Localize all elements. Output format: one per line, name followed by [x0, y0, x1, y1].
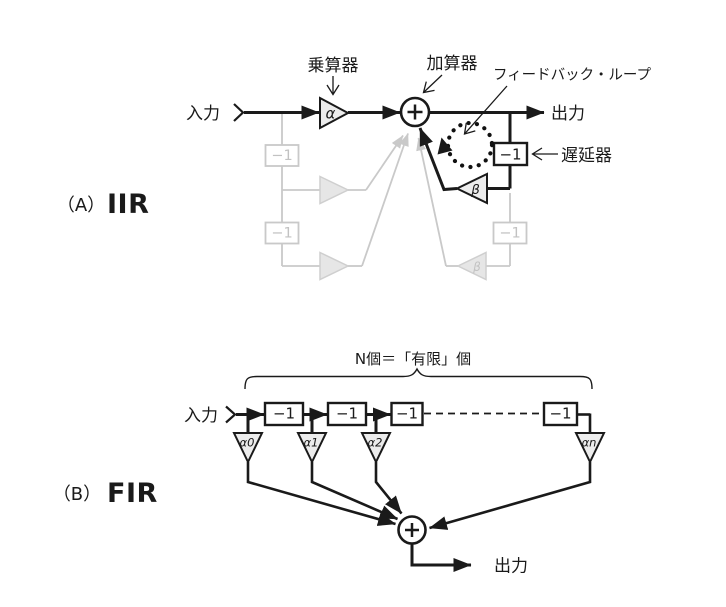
fir-delay-value: −1	[396, 405, 418, 423]
fir-output-label: 出力	[494, 557, 528, 577]
fir-tap-triangle-icon	[232, 432, 264, 465]
fir-sum-wire	[374, 462, 403, 515]
feedback-rotation-arrow-icon	[437, 137, 453, 155]
delay-value: −1	[499, 146, 521, 164]
iir-faded-left-chain: −1 −1	[264, 114, 409, 281]
section-a-index: （A）	[57, 195, 105, 216]
iir-output-label: 出力	[551, 104, 585, 124]
fir-sum-wire	[429, 462, 592, 530]
fir-tap-triangle-icon	[296, 432, 328, 465]
iir-diagram: −1 −1 −1 β 入力	[57, 54, 652, 281]
feedback-loop-icon	[445, 120, 495, 170]
adder-callout: 加算器	[427, 54, 478, 74]
feedback-triangle-icon	[454, 172, 488, 205]
faded-multiplier-triangle-icon	[319, 175, 350, 205]
fir-output-wire	[410, 543, 472, 572]
faded-sum-wire	[416, 137, 447, 267]
iir-faded-right-chain: −1 β	[416, 137, 528, 281]
section-b-index: （B）	[53, 484, 101, 505]
fir-sum-wire	[246, 462, 396, 526]
faded-delay-value: −1	[499, 226, 520, 242]
fir-tap-triangle-icon	[360, 432, 392, 465]
delay-callout: 遅延器	[561, 146, 612, 166]
fir-tap-triangle-icon	[574, 432, 606, 465]
fir-tap-coeff: α0	[240, 436, 255, 450]
section-b-name: FIR	[107, 478, 158, 509]
fir-tap-coeff: α2	[368, 436, 383, 450]
adder-callout-arrow	[422, 74, 443, 94]
fir-delay-box	[390, 401, 424, 427]
faded-delay-value: −1	[271, 148, 292, 164]
section-a-name: IIR	[107, 189, 149, 220]
fir-tap-coeff: αn	[582, 436, 597, 450]
faded-feedback-coeff: β	[472, 260, 481, 274]
faded-feedback-triangle-icon	[456, 251, 487, 281]
feedback-callout: フィードバック・ループ	[493, 67, 652, 84]
feedback-callout-arrow	[463, 85, 508, 135]
input-chevron-icon	[225, 405, 237, 424]
input-chevron-icon	[233, 103, 245, 122]
fir-delay-value: −1	[273, 405, 295, 423]
feedback-coeff: β	[470, 182, 480, 198]
iir-input-label: 入力	[186, 104, 220, 124]
multiplier-callout: 乗算器	[308, 56, 359, 76]
fir-diagram: N個＝「有限」個 入力 −1 −1 −1 −1 α0 α1 α2 αn	[53, 350, 606, 577]
brace-icon	[244, 367, 593, 390]
fir-count-annotation: N個＝「有限」個	[355, 350, 471, 368]
fir-sum-wire	[310, 462, 399, 521]
fir-input-label: 入力	[184, 406, 218, 426]
multiplier-coeff: α	[326, 105, 336, 123]
fir-delay-value: −1	[336, 405, 358, 423]
faded-sum-wire	[361, 133, 409, 267]
feedback-to-adder-wire	[418, 127, 458, 192]
faded-sum-wire	[365, 134, 404, 191]
faded-delay-value: −1	[271, 226, 292, 242]
fir-tap-coeff: α1	[304, 436, 319, 450]
multiplier-triangle-icon	[319, 96, 351, 130]
faded-multiplier-triangle-icon	[319, 251, 350, 281]
fir-delay-value: −1	[549, 405, 571, 423]
